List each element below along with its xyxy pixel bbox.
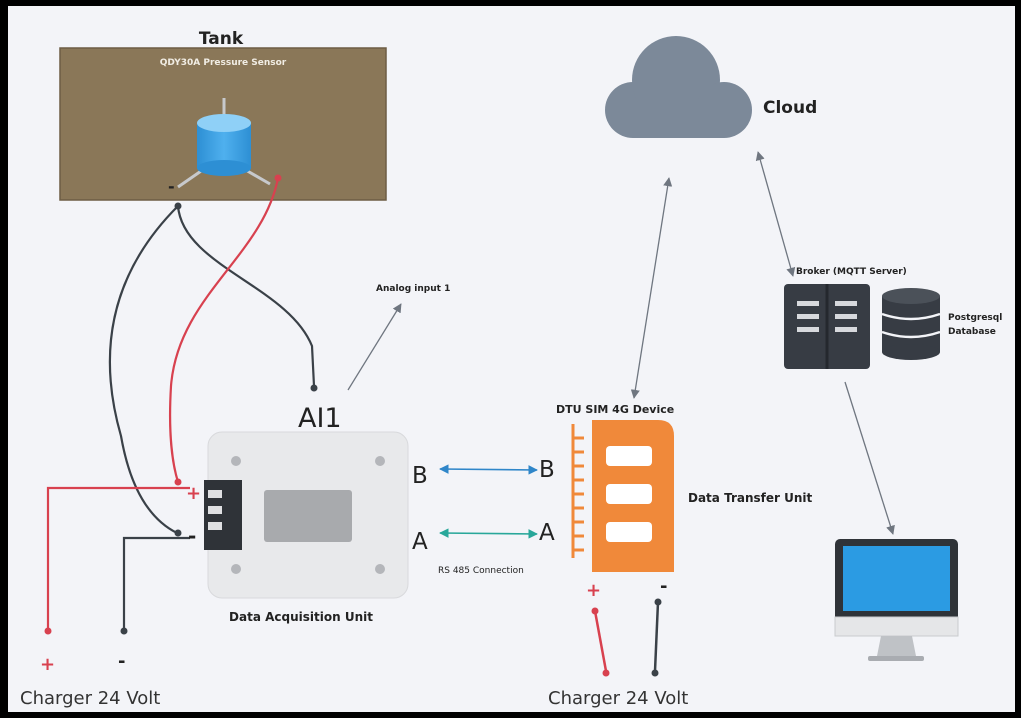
broker-label: Broker (MQTT Server)	[796, 267, 907, 277]
diagram-canvas: Tank QDY30A Pressure Sensor -	[8, 6, 1015, 712]
cloud-icon	[605, 36, 752, 138]
daq-display	[264, 490, 352, 542]
server-icon	[784, 284, 870, 369]
charger-left-minus: -	[118, 651, 125, 672]
database-icon	[881, 288, 941, 360]
daq-minus-terminal: -	[188, 524, 196, 548]
database-label-line2: Database	[948, 327, 996, 337]
charger-right-label: Charger 24 Volt	[548, 688, 688, 709]
database-label-line1: Postgresql	[948, 313, 1002, 323]
red-wire-tank-to-daq-plus	[168, 177, 280, 483]
daq-plus-terminal: +	[186, 483, 201, 504]
pressure-sensor-icon	[177, 98, 271, 189]
system-diagram: Tank QDY30A Pressure Sensor -	[20, 29, 1002, 709]
rs485-a-left: A	[412, 529, 428, 555]
dtu-title: DTU SIM 4G Device	[556, 403, 674, 416]
dark-wire-charger-to-daq-minus	[122, 536, 190, 631]
analog-input-label: Analog input 1	[376, 284, 450, 294]
dtu-device: DTU SIM 4G Device Data Transfer Unit + -	[556, 403, 812, 601]
tank-group: Tank QDY30A Pressure Sensor -	[59, 29, 387, 201]
data-acquisition-unit: AI1 + - Data Acquisition Unit	[186, 403, 409, 624]
cloud-label: Cloud	[763, 98, 817, 118]
wires	[46, 177, 660, 672]
rs485-b-right: B	[539, 457, 555, 483]
wire-junction-dots	[44, 174, 662, 677]
rs485-a-right: A	[539, 520, 555, 546]
dtu-minus-terminal: -	[660, 576, 667, 597]
daq-title: Data Acquisition Unit	[229, 610, 373, 624]
broker-monitor-link	[844, 381, 895, 535]
tank-title: Tank	[199, 29, 244, 49]
dark-wire-tank-to-ai1	[176, 205, 316, 387]
rs485-b-link	[439, 464, 538, 475]
charger-left-plus: +	[40, 654, 55, 675]
cloud-broker-link	[755, 151, 796, 277]
dtu-plus-terminal: +	[586, 580, 601, 601]
monitor-icon	[834, 539, 959, 661]
rs485-b-left: B	[412, 463, 428, 489]
charger-left-label: Charger 24 Volt	[20, 688, 160, 709]
red-wire-charger-to-daq-plus	[46, 486, 190, 631]
ai1-label: AI1	[298, 403, 342, 434]
dark-wire-dtu-charger	[653, 601, 660, 672]
analog-input-arrow	[347, 303, 402, 391]
dtu-subtitle: Data Transfer Unit	[688, 491, 812, 505]
tank-minus-terminal: -	[168, 177, 175, 196]
rs485-a-link	[439, 528, 538, 539]
rs485-label: RS 485 Connection	[438, 566, 524, 576]
dark-wire-tank-to-daq-minus	[108, 205, 179, 534]
cloud-dtu-link	[630, 177, 673, 399]
rs485-connection: B B A A RS 485 Connection	[412, 457, 555, 576]
sensor-label: QDY30A Pressure Sensor	[160, 58, 287, 68]
red-wire-dtu-charger	[593, 610, 608, 672]
